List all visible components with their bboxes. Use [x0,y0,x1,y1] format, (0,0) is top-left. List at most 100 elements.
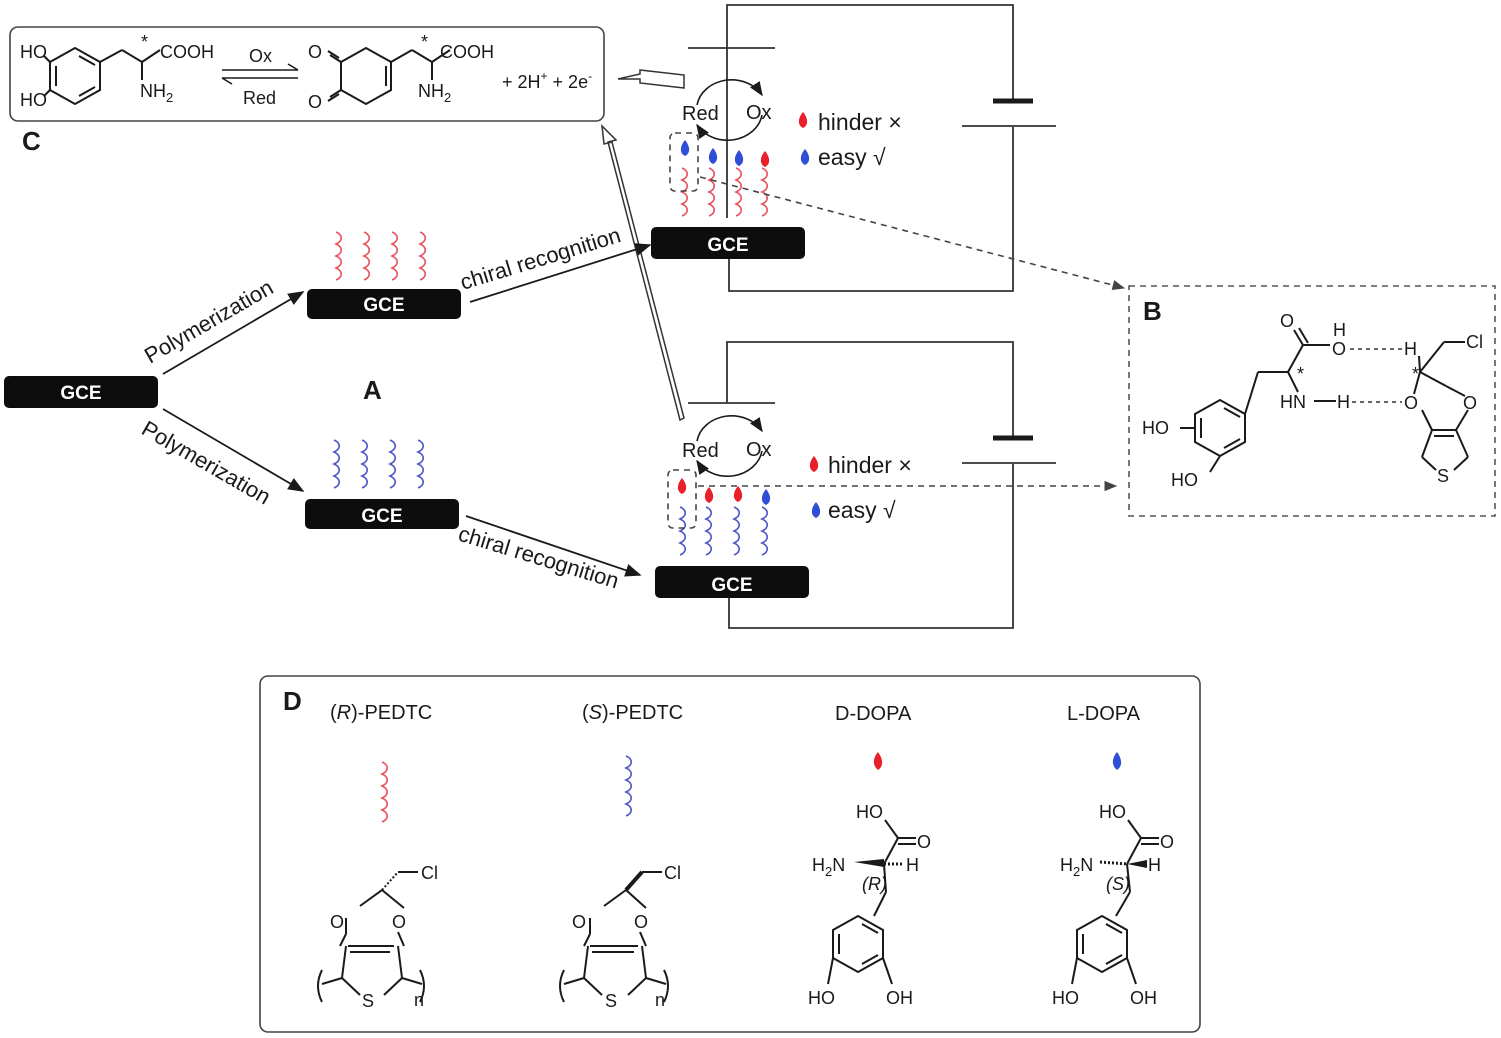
cell-bottom: Red Ox GCE hinder × easy √ [655,341,1056,629]
d-s-pedtc-structure [559,870,669,1003]
reaction-ox: Ox [249,46,272,66]
d-r-pedtc-structure [317,871,425,1003]
b-ring-o-left: O [1404,393,1418,413]
d-r-o-right: O [392,912,406,932]
panel-b-interaction: B O H O * HN H HO HO [1128,285,1496,517]
s-polymer-chain [623,755,633,817]
top-legend-easy: easy √ [818,144,886,170]
bottom-legend-blue-drop [811,502,821,518]
d-d-dopa-title: D-DOPA [835,703,912,725]
s-polymer-chain [731,506,741,556]
d-d-dopa-drop [873,752,883,770]
d-l-s-label: (S) [1106,874,1130,894]
d-s-n: n [655,990,665,1010]
d-r-s: S [362,991,374,1011]
label-chiral-top: chiral recognition [457,222,623,295]
chiral-star-right: * [421,32,428,52]
b-carbonyl-o: O [1280,311,1294,331]
d-s-cl: Cl [664,863,681,883]
s-polymer-chain [677,506,687,556]
d-r-pedtc-title: (R)-PEDTC [330,702,432,724]
cooh-right: COOH [440,42,494,62]
d-d-h: H [906,855,919,875]
top-drop-2-l-dopa [708,148,718,164]
s-polymer-chain [759,506,769,556]
d-l-carbonyl-o: O [1160,832,1174,852]
b-amine-hn: HN [1280,392,1306,412]
reaction-red: Red [243,88,276,108]
b-star-edtc: * [1412,364,1419,384]
d-s-pedtc-title: (S)-PEDTC [582,702,683,724]
svg-text:GCE: GCE [707,235,748,256]
svg-text:GCE: GCE [711,575,752,596]
top-drop-4-d-dopa [760,151,770,167]
catechol-ho-bottom: HO [20,90,47,110]
bottom-legend-easy: easy √ [828,497,896,523]
d-l-dopa-structure [1071,819,1159,985]
d-d-carbonyl-o: O [917,832,931,852]
d-l-ho-ring: HO [1052,988,1079,1008]
r-polymer-chain [733,167,743,217]
b-thiophene-s: S [1437,466,1449,486]
s-polymer-chain [331,439,341,489]
s-polymer-chain [359,439,369,489]
top-legend-blue-drop [800,149,810,165]
gce-r-polymer: GCE [307,231,461,319]
b-acceptor-h: H [1404,339,1417,359]
chiral-star-left: * [141,32,148,52]
top-ox-label: Ox [746,102,772,124]
r-polymer-chain [379,761,389,823]
b-acid-o: O [1332,339,1346,359]
catechol-ho-top: HO [20,42,47,62]
top-drop-3-l-dopa [734,150,744,166]
bottom-drop-2-d-dopa [704,487,714,503]
bottom-ox-label: Ox [746,439,772,461]
bottom-red-label: Red [682,440,719,462]
d-l-ho: HO [1099,802,1126,822]
s-polymer-chain [387,439,397,489]
panel-c-reaction: HO HO * COOH NH2 Ox Red O O * CO [9,26,605,122]
b-amine-h: H [1337,392,1350,412]
svg-text:GCE: GCE [60,383,101,404]
r-polymer-chain [759,167,769,217]
bottom-drop-3-d-dopa [733,486,743,502]
gce-start: GCE [4,376,158,408]
bottom-drop-1-d-dopa [677,478,687,494]
b-ho-top: HO [1142,418,1169,438]
s-polymer-chain [415,439,425,489]
panel-label-b: B [1143,296,1162,326]
d-l-dopa-drop [1112,752,1122,770]
d-l-dopa-title: L-DOPA [1067,703,1141,725]
bottom-drop-4-l-dopa [761,489,771,505]
panel-label-d: D [283,686,302,716]
reaction-products: + 2H+ + 2e- [502,69,592,92]
b-acid-h: H [1333,320,1346,340]
b-ring-o-right: O [1463,393,1477,413]
quinone-o-top: O [308,42,322,62]
bottom-legend-red-drop [809,456,819,472]
d-d-oh-ring: OH [886,988,913,1008]
d-s-o-left: O [572,912,586,932]
nh2-right: NH2 [418,81,451,105]
hollow-arrows [601,69,685,422]
label-polymerization-top: Polymerization [140,275,277,369]
d-d-h2n: H2N [812,855,845,879]
nh2-left: NH2 [140,81,173,105]
d-r-n: n [414,990,424,1010]
b-ho-bottom: HO [1171,470,1198,490]
quinone-o-bottom: O [308,92,322,112]
b-star-dopa: * [1297,364,1304,384]
d-s-polymer-coil [623,755,633,817]
r-polymer-chain [679,167,689,217]
r-polymer-chain [706,167,716,217]
d-d-ho-ring: HO [808,988,835,1008]
d-r-cl: Cl [421,863,438,883]
b-cl: Cl [1466,332,1483,352]
d-l-oh-ring: OH [1130,988,1157,1008]
d-l-h: H [1148,855,1161,875]
bottom-legend-hinder: hinder × [828,452,912,478]
r-polymer-chain [361,231,371,281]
svg-text:GCE: GCE [361,506,402,527]
gce-s-polymer: GCE [305,439,459,529]
d-d-dopa-structure [827,819,916,985]
